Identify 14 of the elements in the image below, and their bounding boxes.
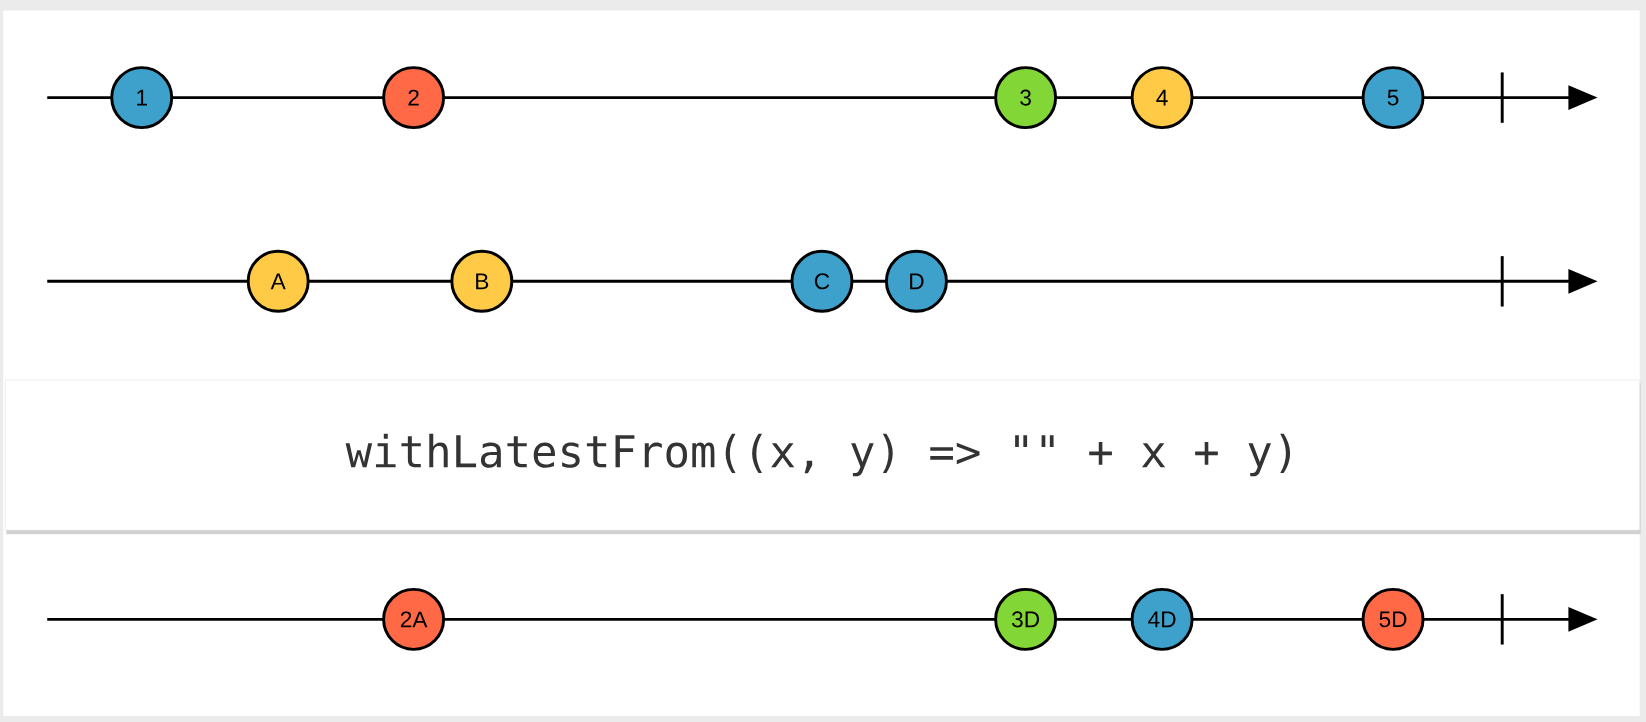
marble: 2A [382, 587, 446, 651]
marble: B [450, 249, 514, 313]
marble: 5D [1361, 587, 1425, 651]
marble: A [246, 249, 310, 313]
marble: 4 [1130, 66, 1194, 129]
marble: 5 [1361, 66, 1425, 129]
marble: 2 [382, 66, 446, 129]
marble: 4D [1130, 587, 1194, 651]
marble: 3 [994, 66, 1058, 129]
marble: 3D [994, 587, 1058, 651]
marble: D [884, 249, 948, 313]
marble: C [790, 249, 854, 313]
marble: 1 [110, 66, 174, 129]
operator-box: withLatestFrom((x, y) => "" + x + y) [4, 379, 1641, 535]
